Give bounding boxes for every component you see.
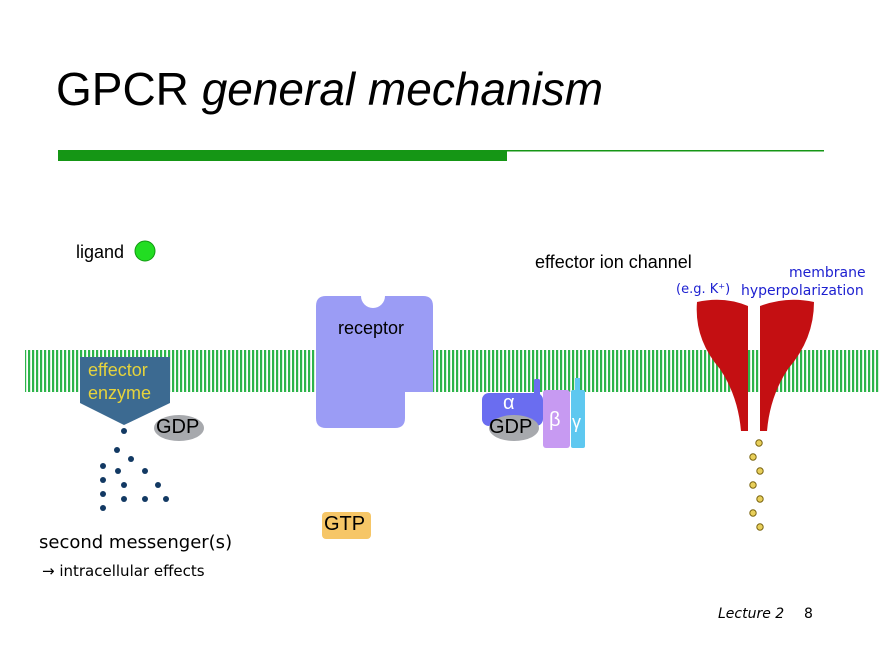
gdp-left-ellipse <box>154 415 204 441</box>
messenger-dot <box>100 505 106 511</box>
ion-dot <box>756 467 764 475</box>
messenger-dot <box>142 468 148 474</box>
ion-dots <box>749 439 764 531</box>
gdp-right-ellipse <box>489 415 539 441</box>
ligand-label: ligand <box>76 242 125 262</box>
ligand-circle <box>134 240 156 262</box>
alpha-tab <box>534 379 540 397</box>
beta-label: β <box>549 409 561 431</box>
ion-dot <box>749 509 757 517</box>
gtp-label: GTP <box>324 513 366 535</box>
footer-lecture: Lecture 2 <box>718 606 785 622</box>
messenger-dot <box>128 456 134 462</box>
footer-page-number: 8 <box>804 606 813 622</box>
gamma-tab <box>575 378 580 394</box>
title-bar-thin <box>507 150 824 152</box>
title-main: GPCR <box>56 63 189 115</box>
messenger-dot <box>100 491 106 497</box>
second-messenger-label: second messenger(s) <box>39 532 233 553</box>
gdp-right-label: GDP <box>489 416 533 438</box>
ion-dot <box>756 495 764 503</box>
second-messenger-dots <box>100 428 169 511</box>
ion-dot <box>755 439 763 447</box>
title-italic: general mechanism <box>201 63 604 115</box>
messenger-dot <box>121 482 127 488</box>
messenger-dot <box>163 496 169 502</box>
effector-enzyme-shape <box>80 357 170 425</box>
gamma-label: γ <box>572 412 581 432</box>
messenger-dot <box>115 468 121 474</box>
ion-dot <box>749 481 757 489</box>
membrane-label-line2: hyperpolarization <box>741 283 864 299</box>
messenger-dot <box>121 496 127 502</box>
intracellular-effects-label: → intracellular effects <box>42 562 205 580</box>
effector-enzyme-line1: effector <box>88 360 148 380</box>
gamma-subunit <box>571 390 585 448</box>
messenger-dot <box>114 447 120 453</box>
effector-ion-channel-label: effector ion channel <box>535 252 692 272</box>
messenger-dot <box>121 428 127 434</box>
messenger-dot <box>142 496 148 502</box>
alpha-label: α <box>503 392 515 414</box>
beta-subunit <box>543 390 570 448</box>
messenger-dot <box>155 482 161 488</box>
ion-dot <box>756 523 764 531</box>
messenger-dot <box>100 477 106 483</box>
gdp-left-label: GDP <box>156 416 200 438</box>
slide-title: GPCR general mechanism <box>56 62 603 116</box>
title-bar-thick <box>58 150 507 161</box>
gtp-box <box>322 512 371 539</box>
membrane-label-line1: membrane <box>789 265 866 281</box>
effector-enzyme-line2: enzyme <box>88 383 152 403</box>
ion-dot <box>749 453 757 461</box>
ion-channel-right <box>760 299 814 431</box>
receptor-shape <box>316 296 433 428</box>
ion-channel-left <box>696 299 748 431</box>
ion-example-label: (e.g. K⁺) <box>676 282 731 297</box>
receptor-label: receptor <box>338 318 405 338</box>
messenger-dot <box>100 463 106 469</box>
